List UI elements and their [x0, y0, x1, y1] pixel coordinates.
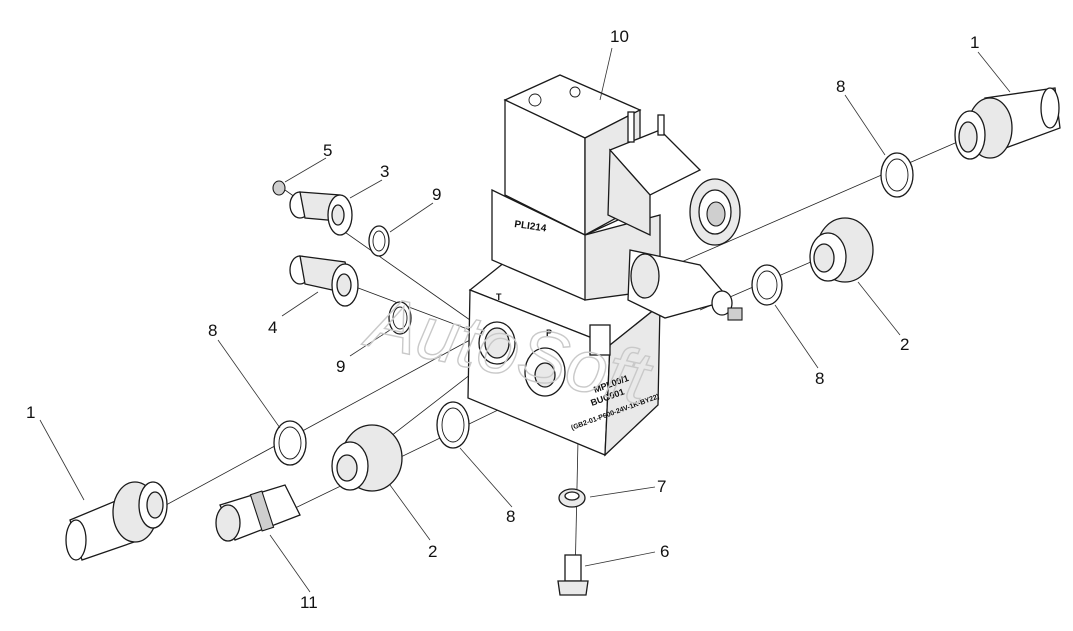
- adapter-fitting-3: [289, 191, 353, 236]
- bolt-6: [557, 554, 589, 596]
- seal-ring-9-bottom-inner: [392, 306, 408, 330]
- callout-9-top: 9: [432, 185, 441, 204]
- callout-8-right: 8: [815, 369, 824, 388]
- port-label-t: T: [496, 292, 502, 302]
- adapter-fitting-2-bottom: [331, 424, 403, 492]
- port-label-p: P: [546, 328, 552, 338]
- callout-1-left: 1: [26, 403, 35, 422]
- adapter-fitting-2-right: [809, 217, 874, 283]
- callout-1-top: 1: [970, 33, 979, 52]
- callout-3: 3: [380, 162, 389, 181]
- callout-numbers: 10 1 8 5 3 9 4 9 8 2 8 1 7 8 6 2 11: [26, 27, 979, 612]
- callout-8-bottom: 8: [506, 507, 515, 526]
- valve-manifold-block: [467, 249, 662, 457]
- callout-7: 7: [657, 477, 666, 496]
- seal-ring-9-top-inner: [372, 230, 386, 252]
- seal-ring-8-left-inner: [278, 426, 302, 460]
- solenoid-valve-housing: [491, 74, 743, 321]
- hose-fitting-1-right: [954, 87, 1061, 160]
- callout-9-bottom: 9: [336, 357, 345, 376]
- block-label-top: PLI214: [514, 219, 548, 234]
- callout-5: 5: [323, 141, 332, 160]
- check-valve-cartridge-11: [215, 484, 301, 542]
- hose-fitting-1-left: [65, 481, 168, 561]
- leader-lines: [39, 47, 1011, 593]
- callout-10: 10: [610, 27, 629, 46]
- callout-6: 6: [660, 542, 669, 561]
- washer-7-hole: [564, 491, 580, 501]
- seal-ring-9-top: [368, 225, 390, 257]
- callout-4: 4: [268, 318, 277, 337]
- callout-8-top: 8: [836, 77, 845, 96]
- seal-ring-9-bottom: [388, 301, 412, 335]
- seal-ring-8-bottom-inner: [441, 407, 465, 443]
- seal-ring-8-top-inner: [885, 158, 909, 192]
- callout-11: 11: [300, 593, 318, 612]
- plug-5: [272, 180, 286, 196]
- seal-ring-8-right-inner: [756, 270, 778, 300]
- callout-2-right: 2: [900, 335, 909, 354]
- callout-8-left: 8: [208, 321, 217, 340]
- adapter-fitting-4: [289, 255, 359, 307]
- callout-2-bottom: 2: [428, 542, 437, 561]
